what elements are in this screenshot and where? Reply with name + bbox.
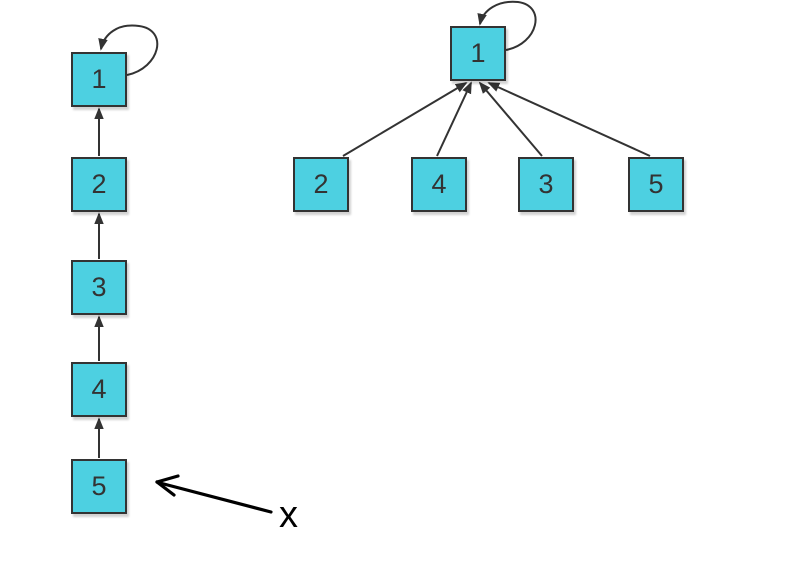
node-left-4: 4	[71, 362, 127, 417]
node-right-root-1: 1	[450, 26, 506, 81]
edge-right-4-to-1	[436, 81, 472, 157]
node-left-3-label: 3	[91, 272, 107, 302]
self-loop-left-1	[98, 24, 159, 76]
node-right-4: 4	[411, 157, 467, 212]
node-right-3: 3	[518, 157, 574, 212]
edge-right-2-to-1	[342, 82, 468, 157]
edge-right-5-to-1	[487, 82, 651, 157]
node-left-4-label: 4	[91, 374, 107, 404]
node-left-1-label: 1	[91, 64, 107, 94]
node-right-root-1-label: 1	[470, 38, 486, 68]
self-loop-right-1	[477, 0, 537, 51]
node-right-4-label: 4	[431, 169, 447, 199]
node-left-5-label: 5	[91, 471, 107, 501]
node-left-5: 5	[71, 459, 127, 514]
node-left-1: 1	[71, 52, 127, 107]
node-right-2: 2	[293, 157, 349, 212]
node-left-2-label: 2	[91, 169, 107, 199]
node-right-3-label: 3	[538, 169, 554, 199]
annotation-arrow	[155, 474, 273, 514]
node-right-2-label: 2	[313, 169, 329, 199]
edge-right-3-to-1	[478, 81, 543, 157]
node-left-2: 2	[71, 157, 127, 212]
node-left-3: 3	[71, 260, 127, 315]
annotation-label-x: x	[279, 494, 298, 536]
node-right-5-label: 5	[648, 169, 664, 199]
node-right-5: 5	[628, 157, 684, 212]
